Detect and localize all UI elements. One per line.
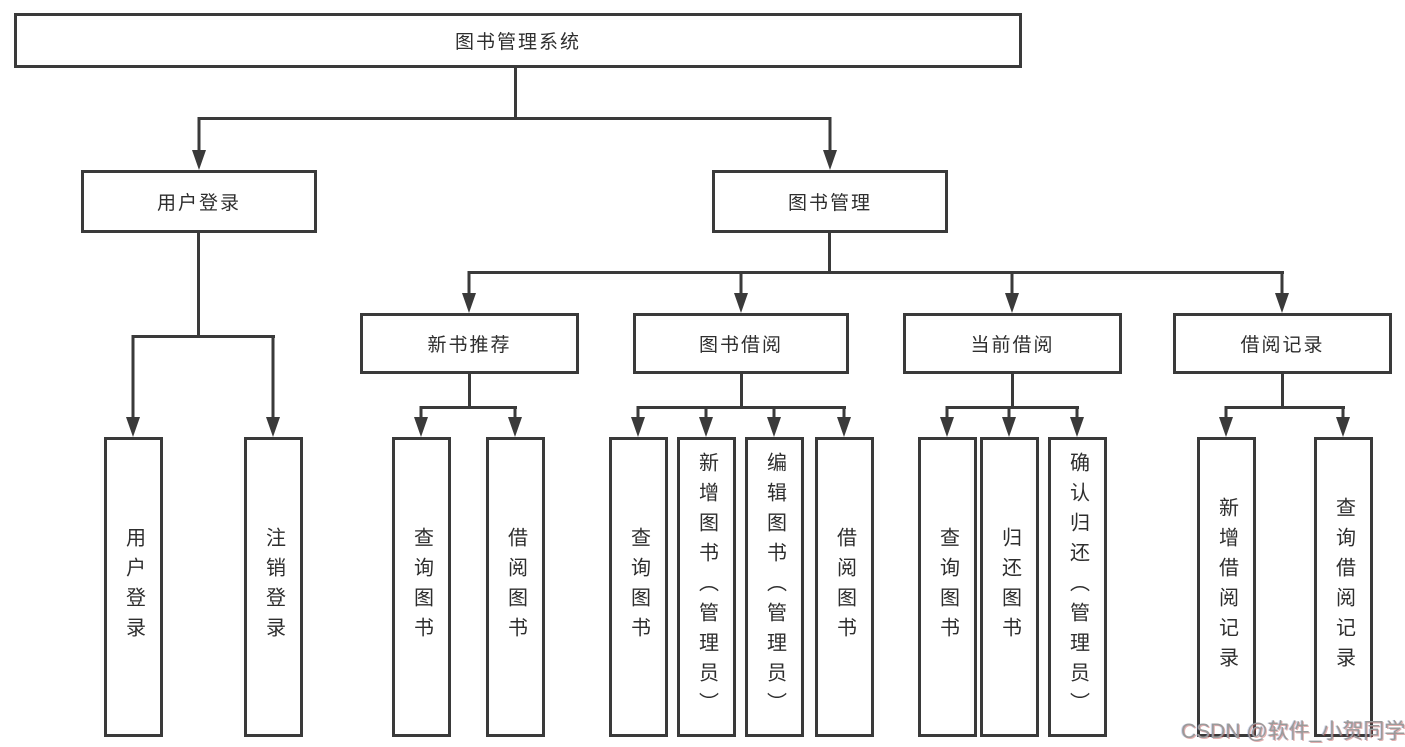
connector-book-mgmt-stub: [828, 233, 831, 273]
arrow-borrowing-borrow: [836, 406, 852, 437]
connector-book-mgmt-hline: [468, 271, 1284, 274]
arrow-to-borrow-records: [1274, 271, 1290, 313]
node-user-login: 用户登录: [81, 170, 317, 233]
connector-user-login-stub: [197, 233, 200, 337]
node-label: 借阅图书: [833, 527, 856, 647]
node-leaf-logout: 注销登录: [244, 437, 303, 737]
connector-newrec-stub: [468, 374, 471, 408]
node-label: 当前借阅: [970, 335, 1055, 356]
arrow-newrec-query: [413, 406, 429, 437]
node-new-book-recommendation: 新书推荐: [360, 313, 579, 374]
arrow-to-leaf-logout: [265, 335, 281, 437]
arrow-borrowing-query: [630, 406, 646, 437]
node-label: 注销登录: [262, 527, 285, 647]
arrow-to-new-book-rec: [461, 271, 477, 313]
node-label: 图书借阅: [698, 335, 783, 356]
connector-current-stub: [1011, 374, 1014, 408]
node-leaf-edit-books-admin: 编辑图书（管理员）: [745, 437, 804, 737]
connector-newrec-hline: [420, 406, 517, 409]
arrow-current-confirm: [1069, 406, 1085, 437]
node-borrowing-records: 借阅记录: [1173, 313, 1392, 374]
connector-root-stub: [514, 68, 517, 118]
node-label: 图书管理系统: [454, 32, 581, 53]
node-leaf-query-books-borrowing: 查询图书: [609, 437, 668, 737]
node-current-borrowing: 当前借阅: [903, 313, 1122, 374]
node-label: 归还图书: [998, 527, 1021, 647]
node-leaf-query-books-current: 查询图书: [918, 437, 977, 737]
arrow-to-book-borrow: [733, 271, 749, 313]
arrow-newrec-borrow: [507, 406, 523, 437]
node-label: 查询图书: [410, 527, 433, 647]
node-leaf-borrow-books: 借阅图书: [815, 437, 874, 737]
node-label: 图书管理: [787, 193, 872, 214]
node-label: 新书推荐: [427, 335, 512, 356]
node-leaf-add-books-admin: 新增图书（管理员）: [677, 437, 736, 737]
node-book-borrowing: 图书借阅: [633, 313, 849, 374]
node-label: 借阅图书: [504, 527, 527, 647]
node-leaf-query-borrow-record: 查询借阅记录: [1314, 437, 1373, 737]
node-label: 新增图书（管理员）: [695, 452, 718, 722]
arrow-records-add: [1218, 406, 1234, 437]
node-leaf-return-books: 归还图书: [980, 437, 1039, 737]
node-leaf-borrow-books-recommend: 借阅图书: [486, 437, 545, 737]
arrow-to-current-borrow: [1004, 271, 1020, 313]
node-label: 用户登录: [156, 193, 241, 214]
arrow-to-user-login: [191, 117, 207, 170]
node-label: 查询图书: [936, 527, 959, 647]
node-book-management: 图书管理: [712, 170, 948, 233]
connector-records-stub: [1281, 374, 1284, 408]
node-leaf-add-borrow-record: 新增借阅记录: [1197, 437, 1256, 737]
connector-user-login-hline: [132, 335, 275, 338]
node-leaf-query-books-recommend: 查询图书: [392, 437, 451, 737]
node-label: 编辑图书（管理员）: [763, 452, 786, 722]
arrow-borrowing-edit: [766, 406, 782, 437]
node-label: 借阅记录: [1240, 335, 1325, 356]
connector-root-hline: [198, 117, 831, 120]
node-label: 查询图书: [627, 527, 650, 647]
connector-borrowing-stub: [740, 374, 743, 408]
arrow-to-leaf-user-login: [125, 335, 141, 437]
node-label: 确认归还（管理员）: [1066, 452, 1089, 722]
node-root-book-management-system: 图书管理系统: [14, 13, 1022, 68]
arrow-current-query: [939, 406, 955, 437]
node-label: 查询借阅记录: [1332, 497, 1355, 677]
node-label: 新增借阅记录: [1215, 497, 1238, 677]
arrow-to-book-management: [822, 117, 838, 170]
csdn-watermark: CSDN @软件_小贺同学: [1181, 720, 1405, 743]
arrow-current-return: [1001, 406, 1017, 437]
arrow-records-query: [1335, 406, 1351, 437]
arrow-borrowing-add: [698, 406, 714, 437]
connector-borrowing-hline: [637, 406, 846, 409]
node-leaf-confirm-return-admin: 确认归还（管理员）: [1048, 437, 1107, 737]
node-label: 用户登录: [122, 527, 145, 647]
node-leaf-user-login: 用户登录: [104, 437, 163, 737]
connector-records-hline: [1225, 406, 1345, 409]
